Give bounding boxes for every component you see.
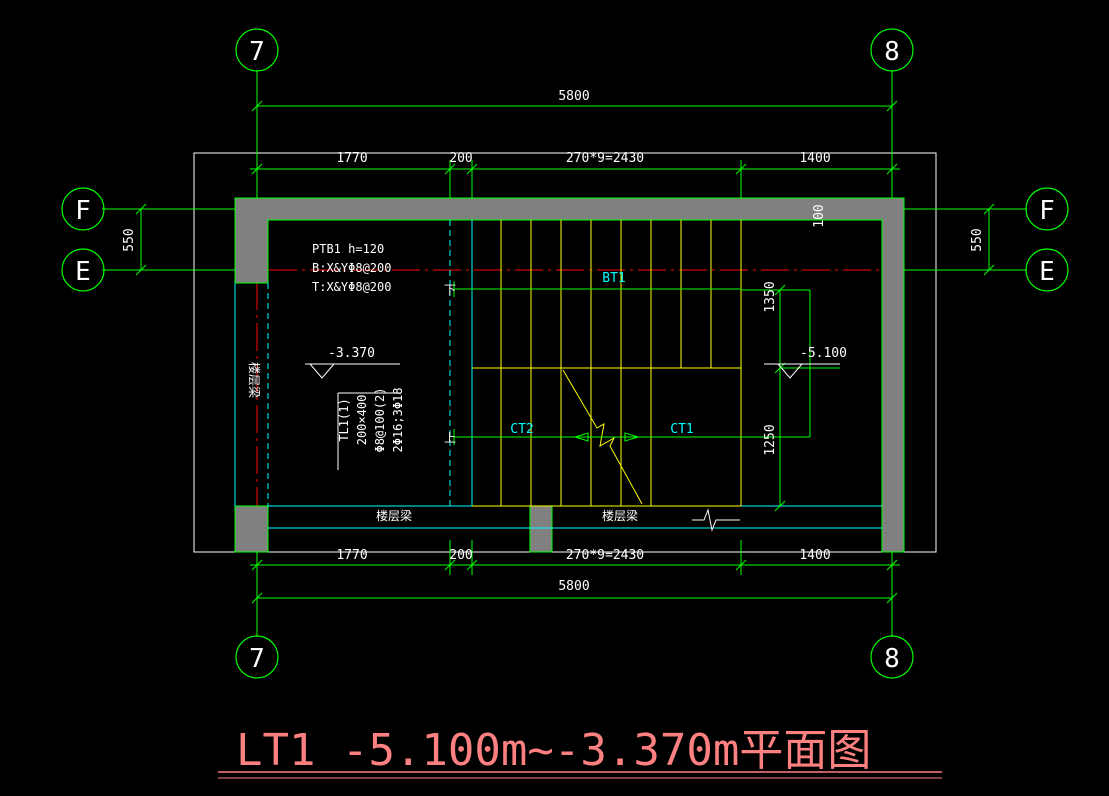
- grid-bubble-8-top: [870, 28, 914, 72]
- dim-total-bottom: 5800: [558, 579, 589, 594]
- slab-note-3: T:X&YΦ8@200: [312, 280, 391, 294]
- beam-note-2: 200×400: [355, 395, 369, 446]
- break-mark: [692, 508, 740, 532]
- elevation-right: -5.100: [800, 346, 847, 361]
- grid-bubble-8-bottom: [870, 635, 914, 679]
- walls: [234, 197, 905, 553]
- grid-label-f-right: F: [1039, 196, 1055, 226]
- axis-extension-lines: [102, 70, 1027, 637]
- dim-1250: 1250: [763, 424, 778, 455]
- grid-label-8-top: 8: [884, 37, 900, 67]
- floor-beam-label-left: 楼层梁: [247, 362, 262, 398]
- grid-label-e-left: E: [75, 257, 91, 287]
- dim-550-left: 550: [122, 228, 137, 251]
- beam-note-4: 2Φ16;3Φ18: [391, 387, 405, 452]
- walk-arrows: [453, 281, 741, 445]
- drawing-title: LT1 -5.100m~-3.370m平面图: [236, 725, 871, 776]
- dim-100: 100: [812, 204, 827, 227]
- dim-steps-top: 270*9=2430: [566, 151, 644, 166]
- break-line: [562, 369, 643, 505]
- grid-bubble-7-top: [235, 28, 279, 72]
- beam-note-1: TL1(1): [337, 398, 351, 441]
- label-up: 上: [444, 431, 456, 445]
- outer-frame: [193, 152, 937, 553]
- label-bt1: BT1: [602, 271, 625, 286]
- grid-bubble-e-right: [1025, 248, 1069, 292]
- dim-total-top: 5800: [558, 89, 589, 104]
- grid-bubble-e-left: [61, 248, 105, 292]
- elevation-marks: [305, 363, 840, 470]
- grid-label-8-bottom: 8: [884, 644, 900, 674]
- dim-1770-top: 1770: [336, 151, 367, 166]
- grid-bubble-f-right: [1025, 187, 1069, 231]
- grid-label-e-right: E: [1039, 257, 1055, 287]
- dim-1400-bottom: 1400: [799, 548, 830, 563]
- dim-steps-bottom: 270*9=2430: [566, 548, 644, 563]
- dim-lines-top: [250, 100, 900, 198]
- beam-note-3: Φ8@100(2): [373, 387, 387, 452]
- grid-bubble-7-bottom: [235, 635, 279, 679]
- grid-label-f-left: F: [75, 196, 91, 226]
- dim-550-right: 550: [970, 228, 985, 251]
- dim-lines-bottom: [250, 540, 900, 604]
- label-down: 下: [444, 283, 456, 297]
- dim-1770-bottom: 1770: [336, 548, 367, 563]
- floor-beam-label-mid: 楼层梁: [376, 508, 412, 523]
- dim-200-bottom: 200: [449, 548, 472, 563]
- label-ct2: CT2: [510, 422, 533, 437]
- label-ct1: CT1: [670, 422, 693, 437]
- elevation-left: -3.370: [328, 346, 375, 361]
- beam-lines: [234, 220, 882, 529]
- slab-note-2: B:X&YΦ8@200: [312, 261, 391, 275]
- dim-1350: 1350: [763, 281, 778, 312]
- grid-label-7-bottom: 7: [249, 644, 265, 674]
- floor-beam-label-right: 楼层梁: [602, 508, 638, 523]
- stair-treads: [472, 220, 742, 507]
- grid-label-7-top: 7: [249, 37, 265, 67]
- slab-note-1: PTB1 h=120: [312, 242, 384, 256]
- dim-1400-top: 1400: [799, 151, 830, 166]
- grid-bubble-f-left: [61, 187, 105, 231]
- axis-bubbles: [61, 28, 1069, 679]
- dim-200-top: 200: [449, 151, 472, 166]
